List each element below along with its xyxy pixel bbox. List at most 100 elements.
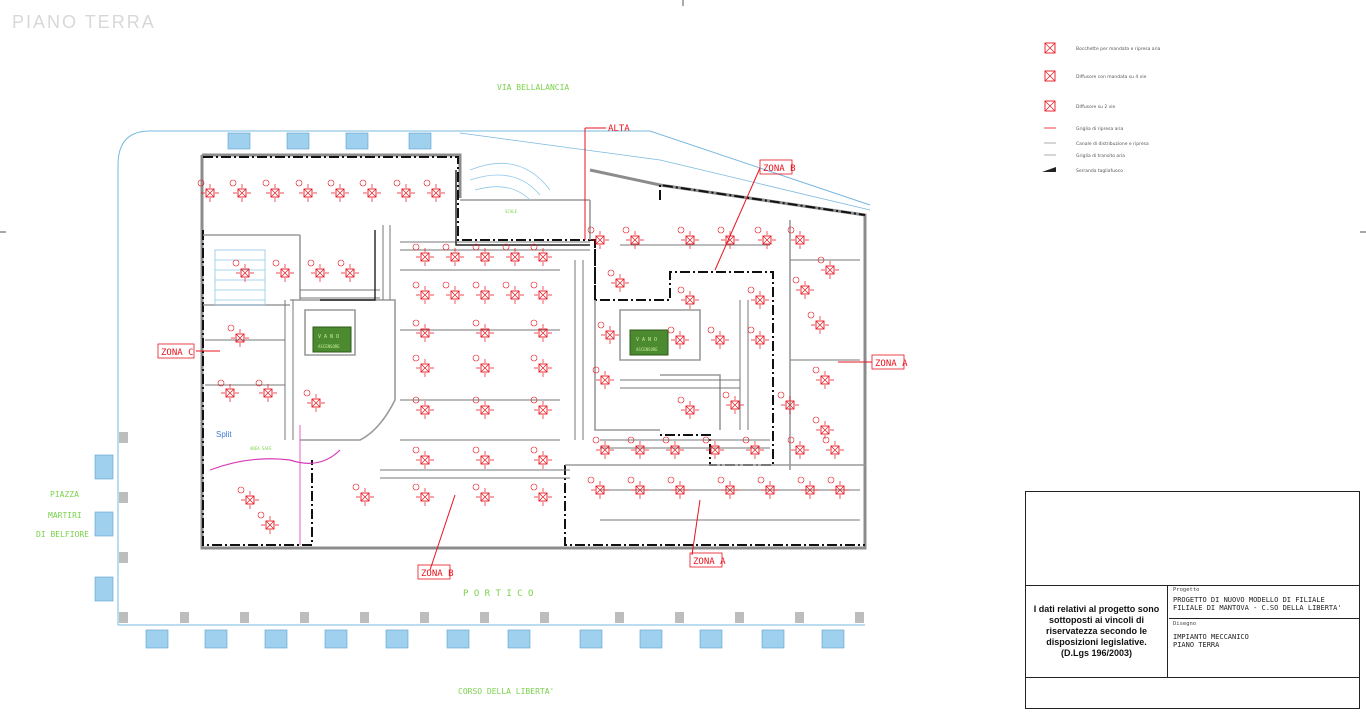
- elevator-shafts: [312, 326, 669, 356]
- alta-label: ALTA: [608, 124, 630, 134]
- stairs: [214, 163, 551, 306]
- diffuser-icon: [272, 259, 294, 282]
- street-bottom-label: CORSO DELLA LIBERTA': [458, 687, 554, 696]
- diffuser-icon: [717, 226, 739, 249]
- diffuser-icon: [717, 476, 739, 499]
- diffuser-icon: [393, 179, 415, 202]
- legend-text: Canale di distribuzione e ripresa: [1076, 141, 1149, 147]
- legend-text: Diffusore con mandata su 4 vie: [1076, 74, 1147, 80]
- window-row-bottom: [145, 629, 845, 649]
- piazza-label-2: MARTIRI: [48, 511, 82, 520]
- diffuser-icon: [792, 276, 814, 299]
- window-row-top: [227, 132, 432, 150]
- zone-a-label-right: ZONA A: [875, 359, 908, 369]
- diffuser-icon: [337, 259, 359, 282]
- diffuser-icon: [530, 354, 552, 377]
- diffuser-icon: [530, 483, 552, 506]
- diffuser-icon: [822, 436, 844, 459]
- diffuser-icon: [812, 416, 834, 439]
- diffuser-icon: [255, 379, 277, 402]
- hvac-diffusers: [197, 179, 849, 534]
- title-block-footer: [1026, 677, 1359, 709]
- diffuser-icon: [262, 179, 284, 202]
- legend-text: Griglia di transito aria: [1076, 153, 1125, 159]
- diffuser-icon: [667, 476, 689, 499]
- diffuser-icon: [502, 281, 524, 304]
- progetto-row: Progetto PROGETTO DI NUOVO MODELLO DI FI…: [1169, 585, 1360, 619]
- legend-row: Diffusore su 2 vie: [1044, 100, 1116, 112]
- legend-text: Bocchette per mandata e ripresa aria: [1076, 46, 1161, 52]
- progetto-line-2: FILIALE DI MANTOVA - C.SO DELLA LIBERTA': [1173, 604, 1342, 612]
- title-block: I dati relativi al progetto sono sottopo…: [1025, 491, 1360, 709]
- zone-a-label-bottom: ZONA A: [693, 557, 726, 567]
- diffuser-icon: [412, 396, 434, 419]
- building-walls: [200, 153, 867, 550]
- diffuser-icon: [677, 286, 699, 309]
- ductwork: [205, 225, 860, 521]
- legend: Bocchette per mandata e ripresa ariaDiff…: [1042, 42, 1161, 174]
- diffuser-icon: [592, 436, 614, 459]
- diffuser-icon: [442, 243, 464, 266]
- diffuser-icon: [227, 324, 249, 347]
- area-safe-label: AREA SAFE: [250, 446, 272, 451]
- diffuser-icon: [702, 436, 724, 459]
- disegno-line-1: IMPIANTO MECCANICO: [1173, 633, 1249, 641]
- diffuser-icon: [327, 179, 349, 202]
- diffuser-icon: [197, 179, 219, 202]
- diffuser-icon: [607, 269, 629, 292]
- diffuser-icon: [352, 483, 374, 506]
- diffuser-icon: [622, 226, 644, 249]
- street-outline: [117, 130, 871, 626]
- diffuser-icon: [787, 226, 809, 249]
- diffuser-icon: [722, 391, 744, 414]
- zone-leader-lines: [196, 127, 872, 571]
- legend-text: Griglia di ripresa aria: [1076, 126, 1124, 132]
- diffuser-icon: [412, 446, 434, 469]
- diffuser-icon: [472, 354, 494, 377]
- diffuser-icon: [627, 476, 649, 499]
- diffuser-icon: [597, 321, 619, 344]
- diffuser-icon: [530, 281, 552, 304]
- diffuser-icon: [307, 259, 329, 282]
- diffuser-icon: [757, 476, 779, 499]
- diffuser-icon: [442, 281, 464, 304]
- diffuser-2way-icon: [1044, 100, 1056, 112]
- zone-c-label: ZONA C: [161, 348, 194, 358]
- diffuser-icon: [530, 446, 552, 469]
- diffuser-icon: [754, 226, 776, 249]
- legend-row: Canale di distribuzione e ripresa: [1044, 141, 1149, 147]
- diffuser-icon: [742, 436, 764, 459]
- disegno-line-2: PIANO TERRA: [1173, 641, 1220, 649]
- diffuser-icon: [667, 326, 689, 349]
- piazza-label-1: PIAZZA: [50, 490, 79, 499]
- diffuser-icon: [472, 319, 494, 342]
- portico-label: P O R T I C O: [463, 589, 533, 599]
- grille-icon: [1044, 42, 1056, 54]
- diffuser-icon: [472, 483, 494, 506]
- diffuser-icon: [787, 436, 809, 459]
- diffuser-icon: [677, 226, 699, 249]
- stairs-label: SCALE: [505, 209, 518, 214]
- sheet-title: PIANO TERRA: [12, 12, 156, 32]
- diffuser-icon: [303, 389, 325, 412]
- diffuser-icon: [1044, 70, 1056, 82]
- split-label: Split: [216, 430, 232, 439]
- diffuser-icon: [412, 281, 434, 304]
- diffuser-icon: [502, 243, 524, 266]
- confidentiality-note: I dati relativi al progetto sono sottopo…: [1026, 585, 1168, 677]
- diffuser-icon: [229, 179, 251, 202]
- legend-row: Griglia di transito aria: [1044, 153, 1125, 159]
- diffuser-icon: [412, 319, 434, 342]
- diffuser-icon: [827, 476, 849, 499]
- diffuser-icon: [359, 179, 381, 202]
- disegno-row: Disegno IMPIANTO MECCANICO PIANO TERRA: [1169, 619, 1360, 677]
- diffuser-icon: [707, 326, 729, 349]
- diffuser-icon: [587, 476, 609, 499]
- legend-text: Diffusore su 2 vie: [1076, 104, 1116, 110]
- portico-pillars: [119, 432, 864, 623]
- title-block-header: [1026, 492, 1359, 586]
- diffuser-icon: [472, 396, 494, 419]
- legend-row: Griglia di ripresa aria: [1044, 126, 1124, 132]
- diffuser-icon: [797, 476, 819, 499]
- diffuser-icon: [677, 396, 699, 419]
